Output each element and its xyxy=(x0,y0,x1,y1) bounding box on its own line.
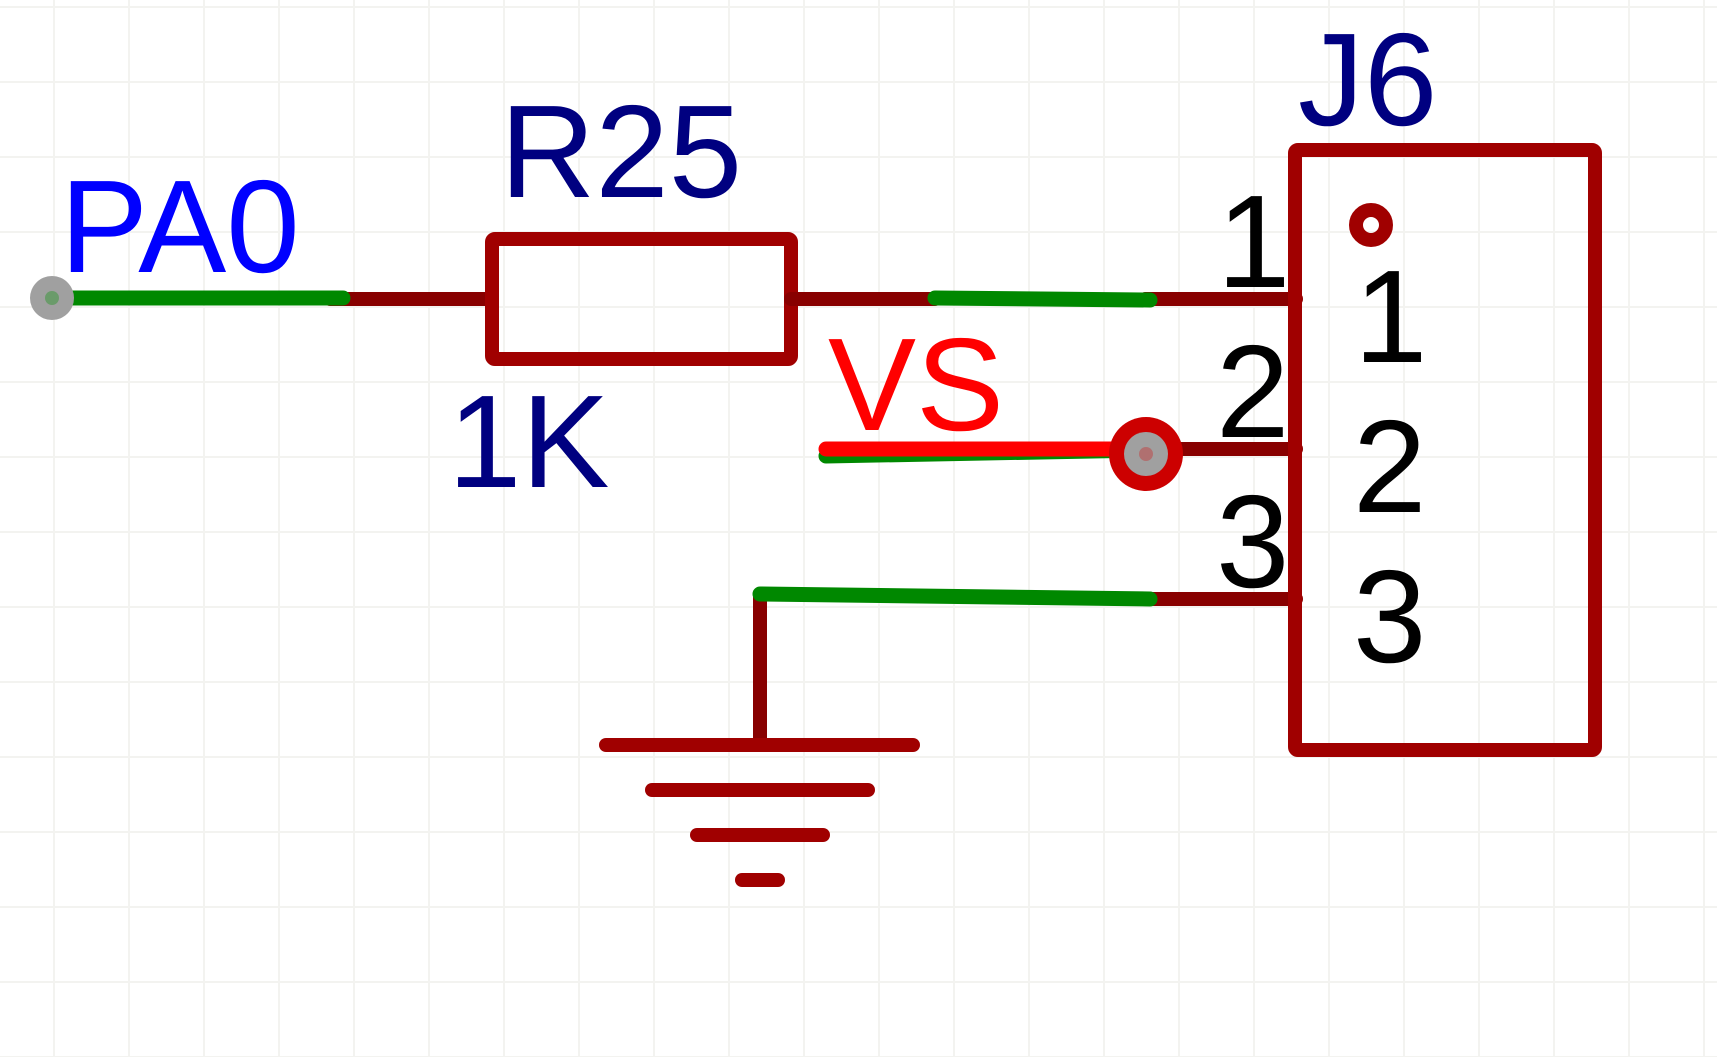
junction-vs[interactable] xyxy=(1109,417,1183,491)
net-label-pa0[interactable]: PA0 xyxy=(60,153,300,300)
pin-1-indicator-icon xyxy=(1349,203,1393,247)
j6-pin-number-2: 2 xyxy=(1216,318,1289,465)
j6-pin-number-3: 3 xyxy=(1216,468,1289,615)
net-label-vs[interactable]: VS xyxy=(828,311,1004,458)
r25-value[interactable]: 1K xyxy=(448,368,609,515)
j6-pin-number-1: 1 xyxy=(1217,168,1290,315)
resistor-r25[interactable] xyxy=(485,232,798,366)
resistor-icon[interactable] xyxy=(485,232,798,366)
r25-designator[interactable]: R25 xyxy=(500,78,742,225)
wire-pa0-r25[interactable] xyxy=(44,290,499,306)
wire-j6-pin3-gnd[interactable] xyxy=(752,586,1303,752)
wire-r25-j6-pin1[interactable] xyxy=(784,290,1303,308)
wire-segment-gnd[interactable] xyxy=(752,586,1158,607)
wire-segment-pin1[interactable] xyxy=(927,290,1158,308)
connector-j6[interactable] xyxy=(1288,143,1602,757)
j6-pin-name-2: 2 xyxy=(1353,393,1426,540)
ground-icon[interactable] xyxy=(599,738,920,887)
j6-designator[interactable]: J6 xyxy=(1298,6,1437,153)
junction-center xyxy=(1139,447,1153,461)
pa0-junction-center xyxy=(45,291,59,305)
header-connector-icon[interactable] xyxy=(1288,143,1602,757)
net-port-pa0[interactable] xyxy=(30,276,74,320)
j6-pin-name-3: 3 xyxy=(1353,543,1426,690)
j6-pin-name-1: 1 xyxy=(1354,243,1427,390)
